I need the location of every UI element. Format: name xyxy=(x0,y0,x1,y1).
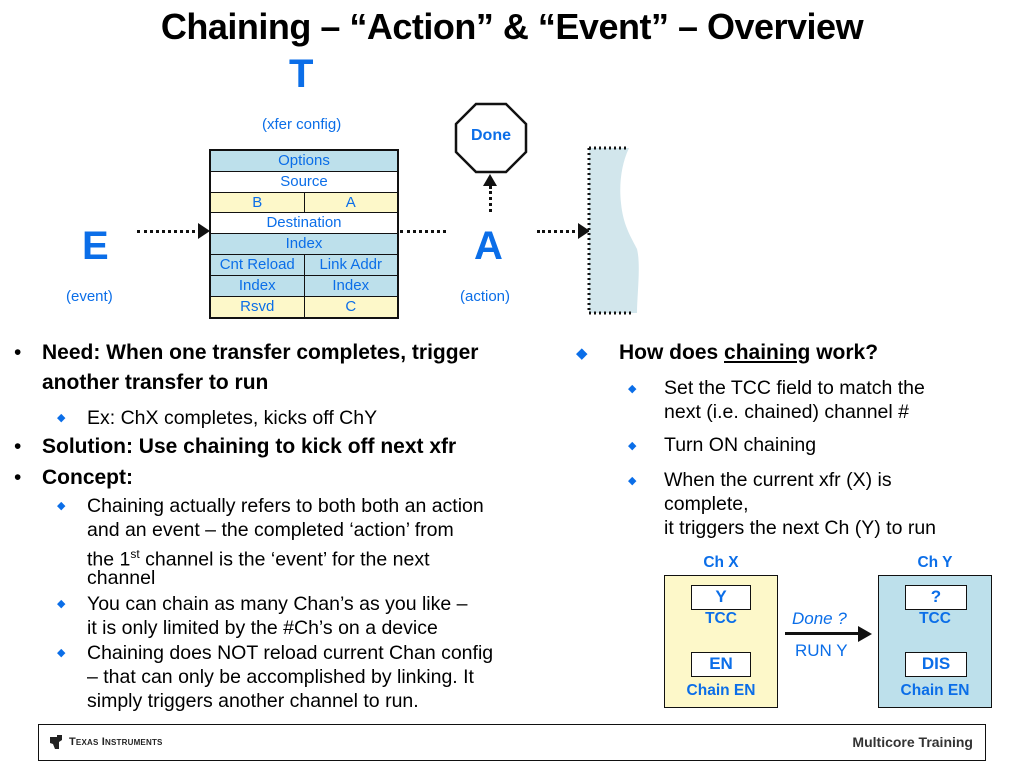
solution-line: Solution: Use chaining to kick off next … xyxy=(42,435,457,458)
how-1-line-1: Set the TCC field to match the xyxy=(664,377,925,399)
e-letter: E xyxy=(82,224,109,268)
config-cell: A xyxy=(303,192,398,213)
event-arrow-line xyxy=(137,230,201,233)
chy-title: Ch Y xyxy=(917,554,953,571)
diamond-bullet-icon: ◆ xyxy=(57,598,66,610)
config-row: Destination xyxy=(211,213,397,235)
how-2: Turn ON chaining xyxy=(664,434,817,456)
config-cell: Source xyxy=(280,172,328,190)
ti-logo-icon xyxy=(50,735,62,749)
chx-en-label: Chain EN xyxy=(686,682,756,699)
a-label: (action) xyxy=(460,288,511,305)
chx-tcc-value: Y xyxy=(691,585,751,610)
done-arrow-line xyxy=(489,186,492,212)
chy-en-label: Chain EN xyxy=(900,682,970,699)
concept-1-line-2: and an event – the completed ‘action’ fr… xyxy=(87,519,454,541)
chy-en-value: DIS xyxy=(905,652,967,677)
config-row: Options xyxy=(211,151,397,172)
diamond-bullet-icon: ◆ xyxy=(628,440,637,452)
diamond-bullet-icon: ◆ xyxy=(57,412,66,424)
config-cell: Index xyxy=(285,235,323,253)
concept-2-line-2: it is only limited by the #Ch’s on a dev… xyxy=(87,617,438,639)
how-3-line-3: it triggers the next Ch (Y) to run xyxy=(664,517,937,539)
how-1-line-2: next (i.e. chained) channel # xyxy=(664,401,909,423)
chain-arrow-line xyxy=(785,632,861,635)
config-row: Source xyxy=(211,171,397,193)
chx-title: Ch X xyxy=(703,554,739,571)
config-row: Rsvd C xyxy=(211,296,398,318)
diamond-bullet-icon: ◆ xyxy=(628,383,637,395)
t-letter: T xyxy=(289,52,314,96)
concept-3-line-1: Chaining does NOT reload current Chan co… xyxy=(87,642,494,664)
bullet-dot: • xyxy=(14,466,22,489)
need-line-2: another transfer to run xyxy=(42,371,269,394)
chx-tcc-label: TCC xyxy=(705,610,737,627)
chain-arrow-head xyxy=(858,626,872,642)
config-cell: B xyxy=(252,193,263,211)
config-cell: Rsvd xyxy=(240,297,275,315)
t-label: (xfer config) xyxy=(262,116,342,133)
footer-right-text: Multicore Training xyxy=(852,734,973,750)
ti-logo-text: Texas Instruments xyxy=(69,736,163,748)
next-config-shape xyxy=(587,146,639,315)
diamond-bullet-icon: ◆ xyxy=(57,500,66,512)
config-cell: Destination xyxy=(266,214,342,232)
need-line-1: Need: When one transfer completes, trigg… xyxy=(42,341,479,364)
chx-en-value: EN xyxy=(691,652,751,677)
concept-1-line-4: channel xyxy=(87,567,156,589)
done-arrow-head xyxy=(483,174,497,186)
concept-2-line-1: You can chain as many Chan’s as you like… xyxy=(87,593,468,615)
event-arrow-head xyxy=(198,223,210,239)
a-letter: A xyxy=(474,224,503,268)
footer-bar: Texas Instruments Multicore Training xyxy=(38,724,986,761)
config-cell: Index xyxy=(238,276,276,294)
done-octagon-icon xyxy=(454,102,528,174)
concept-3-line-2: – that can only be accomplished by linki… xyxy=(87,666,474,688)
bullet-dot: • xyxy=(14,435,22,458)
page-title: Chaining – “Action” & “Event” – Overview xyxy=(160,6,864,47)
config-row: Index xyxy=(211,234,397,255)
action-arrow-head xyxy=(578,223,590,239)
bullet-dot: • xyxy=(14,341,22,364)
config-row: Cnt Reload Link Addr xyxy=(211,254,398,276)
concept-heading: Concept: xyxy=(42,466,133,489)
action-arrow-line xyxy=(537,230,581,233)
config-cell: Link Addr xyxy=(303,254,398,275)
diamond-bullet-icon: ◆ xyxy=(628,475,637,487)
concept-1-line-3: the 1st channel is the ‘event’ for the n… xyxy=(87,547,430,571)
chy-tcc-label: TCC xyxy=(919,610,951,627)
chy-tcc-value: ? xyxy=(905,585,967,610)
config-cell: Index xyxy=(303,275,398,296)
config-row: Index Index xyxy=(211,275,398,297)
config-to-action-line xyxy=(400,230,446,233)
concept-1-line-1: Chaining actually refers to both both an… xyxy=(87,495,484,517)
arrow-top-label: Done ? xyxy=(792,609,847,628)
e-label: (event) xyxy=(66,288,113,305)
arrow-bottom-label: RUN Y xyxy=(795,641,848,660)
concept-3-line-3: simply triggers another channel to run. xyxy=(87,690,419,712)
how-3-line-1: When the current xfr (X) is xyxy=(664,469,892,491)
config-cell: Options xyxy=(278,152,330,169)
diamond-bullet-icon: ◆ xyxy=(576,345,588,362)
config-cell: Cnt Reload xyxy=(219,255,295,273)
need-sub: Ex: ChX completes, kicks off ChY xyxy=(87,407,378,429)
how-heading: How does chaining work? xyxy=(619,341,879,364)
diamond-bullet-icon: ◆ xyxy=(57,647,66,659)
done-label: Done xyxy=(471,127,511,144)
how-3-line-2: complete, xyxy=(664,493,749,515)
config-cell: C xyxy=(303,296,398,318)
